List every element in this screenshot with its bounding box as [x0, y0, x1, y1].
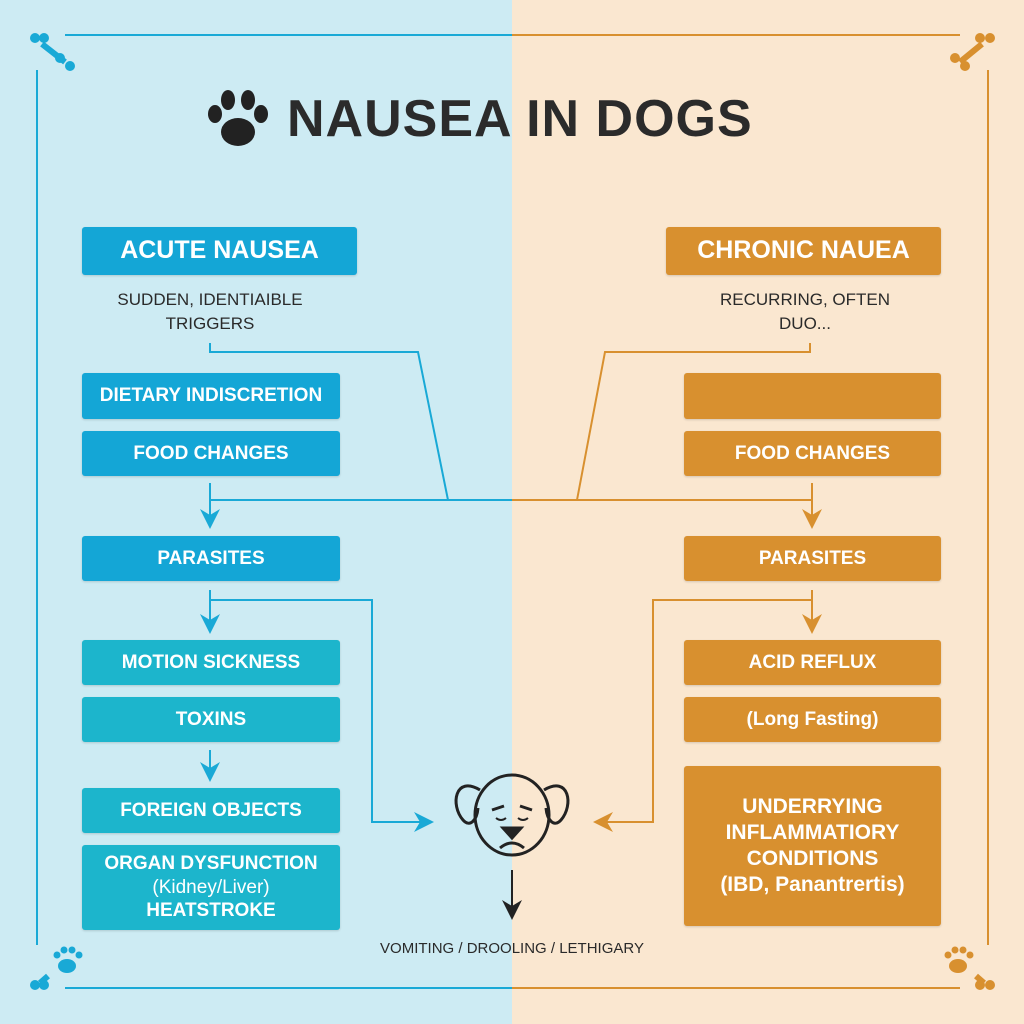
item-food-changes: FOOD CHANGES [684, 431, 941, 476]
symptoms-label: VOMITING / DROOLING / LETHIGARY [380, 940, 644, 957]
item-empty [684, 373, 941, 419]
item-foreign-objects: FOREIGN OBJECTS [82, 788, 340, 833]
organ-line: (Kidney/Liver) [152, 876, 270, 898]
paw-icon [208, 90, 268, 146]
underlying-line: INFLAMMATIORY [725, 820, 900, 844]
frame-left [36, 34, 512, 989]
paw-icon [944, 946, 974, 973]
item-toxins: TOXINS [82, 697, 340, 742]
frame-right [512, 34, 989, 989]
organ-line: HEATSTROKE [146, 900, 276, 922]
acute-nausea-header: ACUTE NAUSEA [82, 227, 357, 275]
bone-icon [950, 33, 995, 990]
subtitle-line: RECURRING, OFTEN [720, 290, 890, 309]
item-underlying-conditions: UNDERRYING INFLAMMATIORY CONDITIONS (IBD… [684, 766, 941, 926]
item-food-changes: FOOD CHANGES [82, 431, 340, 476]
bone-icon [30, 33, 75, 990]
underlying-line: (IBD, Panantrertis) [720, 873, 905, 897]
item-organ-dysfunction: ORGAN DYSFUNCTION (Kidney/Liver) HEATSTR… [82, 845, 340, 930]
subtitle-line: SUDDEN, IDENTIAIBLE [117, 290, 303, 309]
item-acid-reflux: ACID REFLUX [684, 640, 941, 685]
title-text: NAUSEA IN DOGS [287, 90, 753, 148]
item-motion-sickness: MOTION SICKNESS [82, 640, 340, 685]
subtitle-line: TRIGGERS [165, 313, 255, 333]
item-parasites: PARASITES [684, 536, 941, 581]
paw-icon [53, 946, 83, 973]
sad-dog-face-icon [454, 773, 570, 857]
organ-line: ORGAN DYSFUNCTION [104, 852, 318, 874]
item-dietary-indiscretion: DIETARY INDISCRETION [82, 373, 340, 419]
item-long-fasting: (Long Fasting) [684, 697, 941, 742]
item-parasites: PARASITES [82, 536, 340, 581]
chronic-nausea-header: CHRONIC NAUEA [666, 227, 941, 275]
underlying-line: UNDERRYING [742, 794, 883, 818]
chronic-subtitle: RECURRING, OFTEN DUO... [690, 288, 920, 336]
subtitle-line: DUO... [779, 313, 831, 333]
acute-subtitle: SUDDEN, IDENTIAIBLE TRIGGERS [95, 288, 325, 336]
page-title: NAUSEA IN DOGS [205, 88, 753, 150]
underlying-line: CONDITIONS [746, 847, 879, 870]
